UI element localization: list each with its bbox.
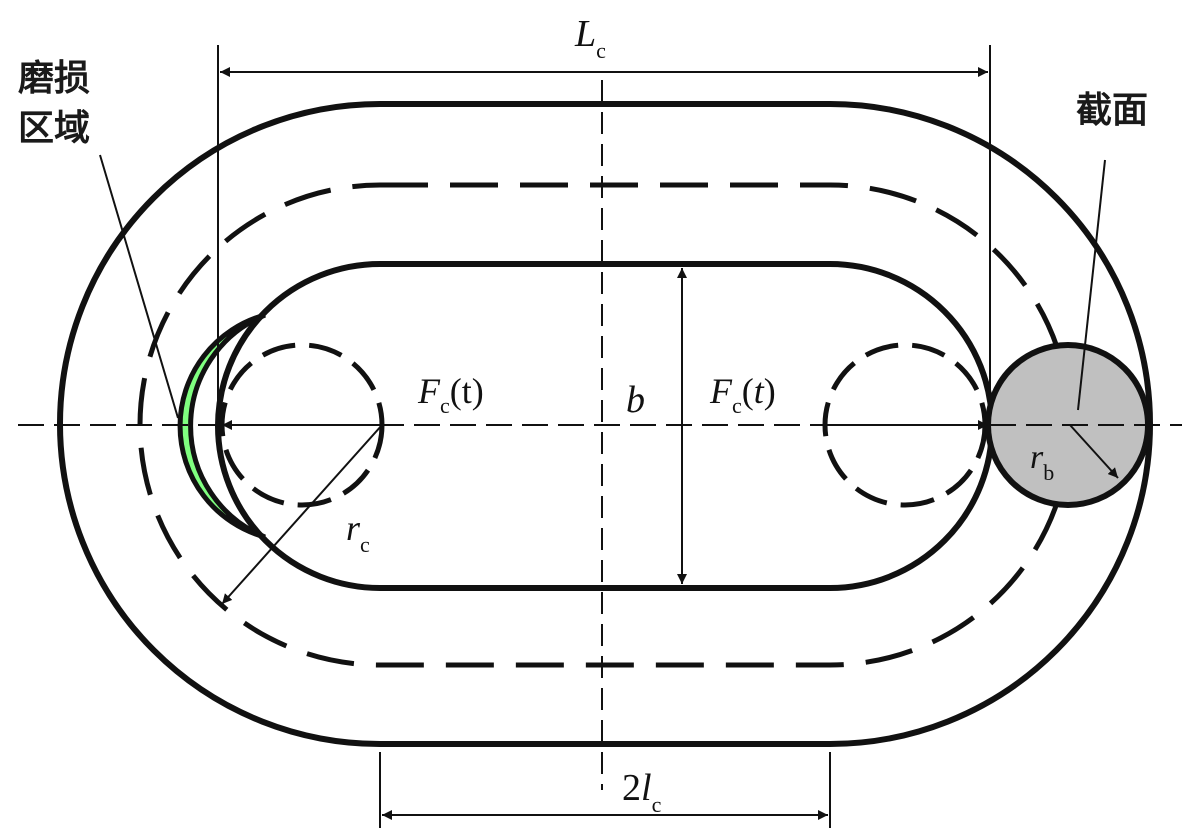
inner-link-contour xyxy=(215,261,995,591)
outer-link-contour xyxy=(57,101,1153,747)
Lc-main: L xyxy=(574,13,596,55)
force-left-sub: c xyxy=(440,393,450,418)
2lc-main: l xyxy=(641,767,652,809)
force-right-open: ( xyxy=(742,371,754,411)
force-right-sub: c xyxy=(732,393,742,418)
force-left-arg: (t) xyxy=(450,371,484,411)
rc-radius-arrow xyxy=(221,424,383,605)
force-right-t: t xyxy=(754,371,765,411)
Lc-sub: c xyxy=(596,38,606,63)
section-leader xyxy=(1077,159,1106,411)
rb-radius-arrow xyxy=(1069,424,1119,479)
Lc-label: Lc xyxy=(574,13,606,63)
2lc-coef: 2 xyxy=(622,767,641,809)
rb-main: r xyxy=(1030,439,1044,476)
rc-sub: c xyxy=(360,532,370,557)
force-right-label: Fc(t) xyxy=(709,371,776,418)
rc-label: rc xyxy=(346,508,370,557)
centerline-contour xyxy=(137,182,1073,668)
b-label: b xyxy=(626,379,645,421)
wear-region-label-line1: 磨损 xyxy=(18,58,90,99)
force-right-close: ) xyxy=(764,371,776,411)
2lc-sub: c xyxy=(652,792,662,817)
rb-label: rb xyxy=(1030,439,1054,485)
rc-main: r xyxy=(346,508,361,548)
section-label: 截面 xyxy=(1076,90,1148,131)
wear-region-label-line2: 区域 xyxy=(18,108,90,149)
force-left-main: F xyxy=(417,371,441,411)
force-left-label: Fc(t) xyxy=(417,371,484,418)
wear-region-leader xyxy=(99,154,179,419)
2lc-label: 2lc xyxy=(622,767,662,817)
rb-sub: b xyxy=(1043,460,1054,485)
force-right-main: F xyxy=(709,371,733,411)
